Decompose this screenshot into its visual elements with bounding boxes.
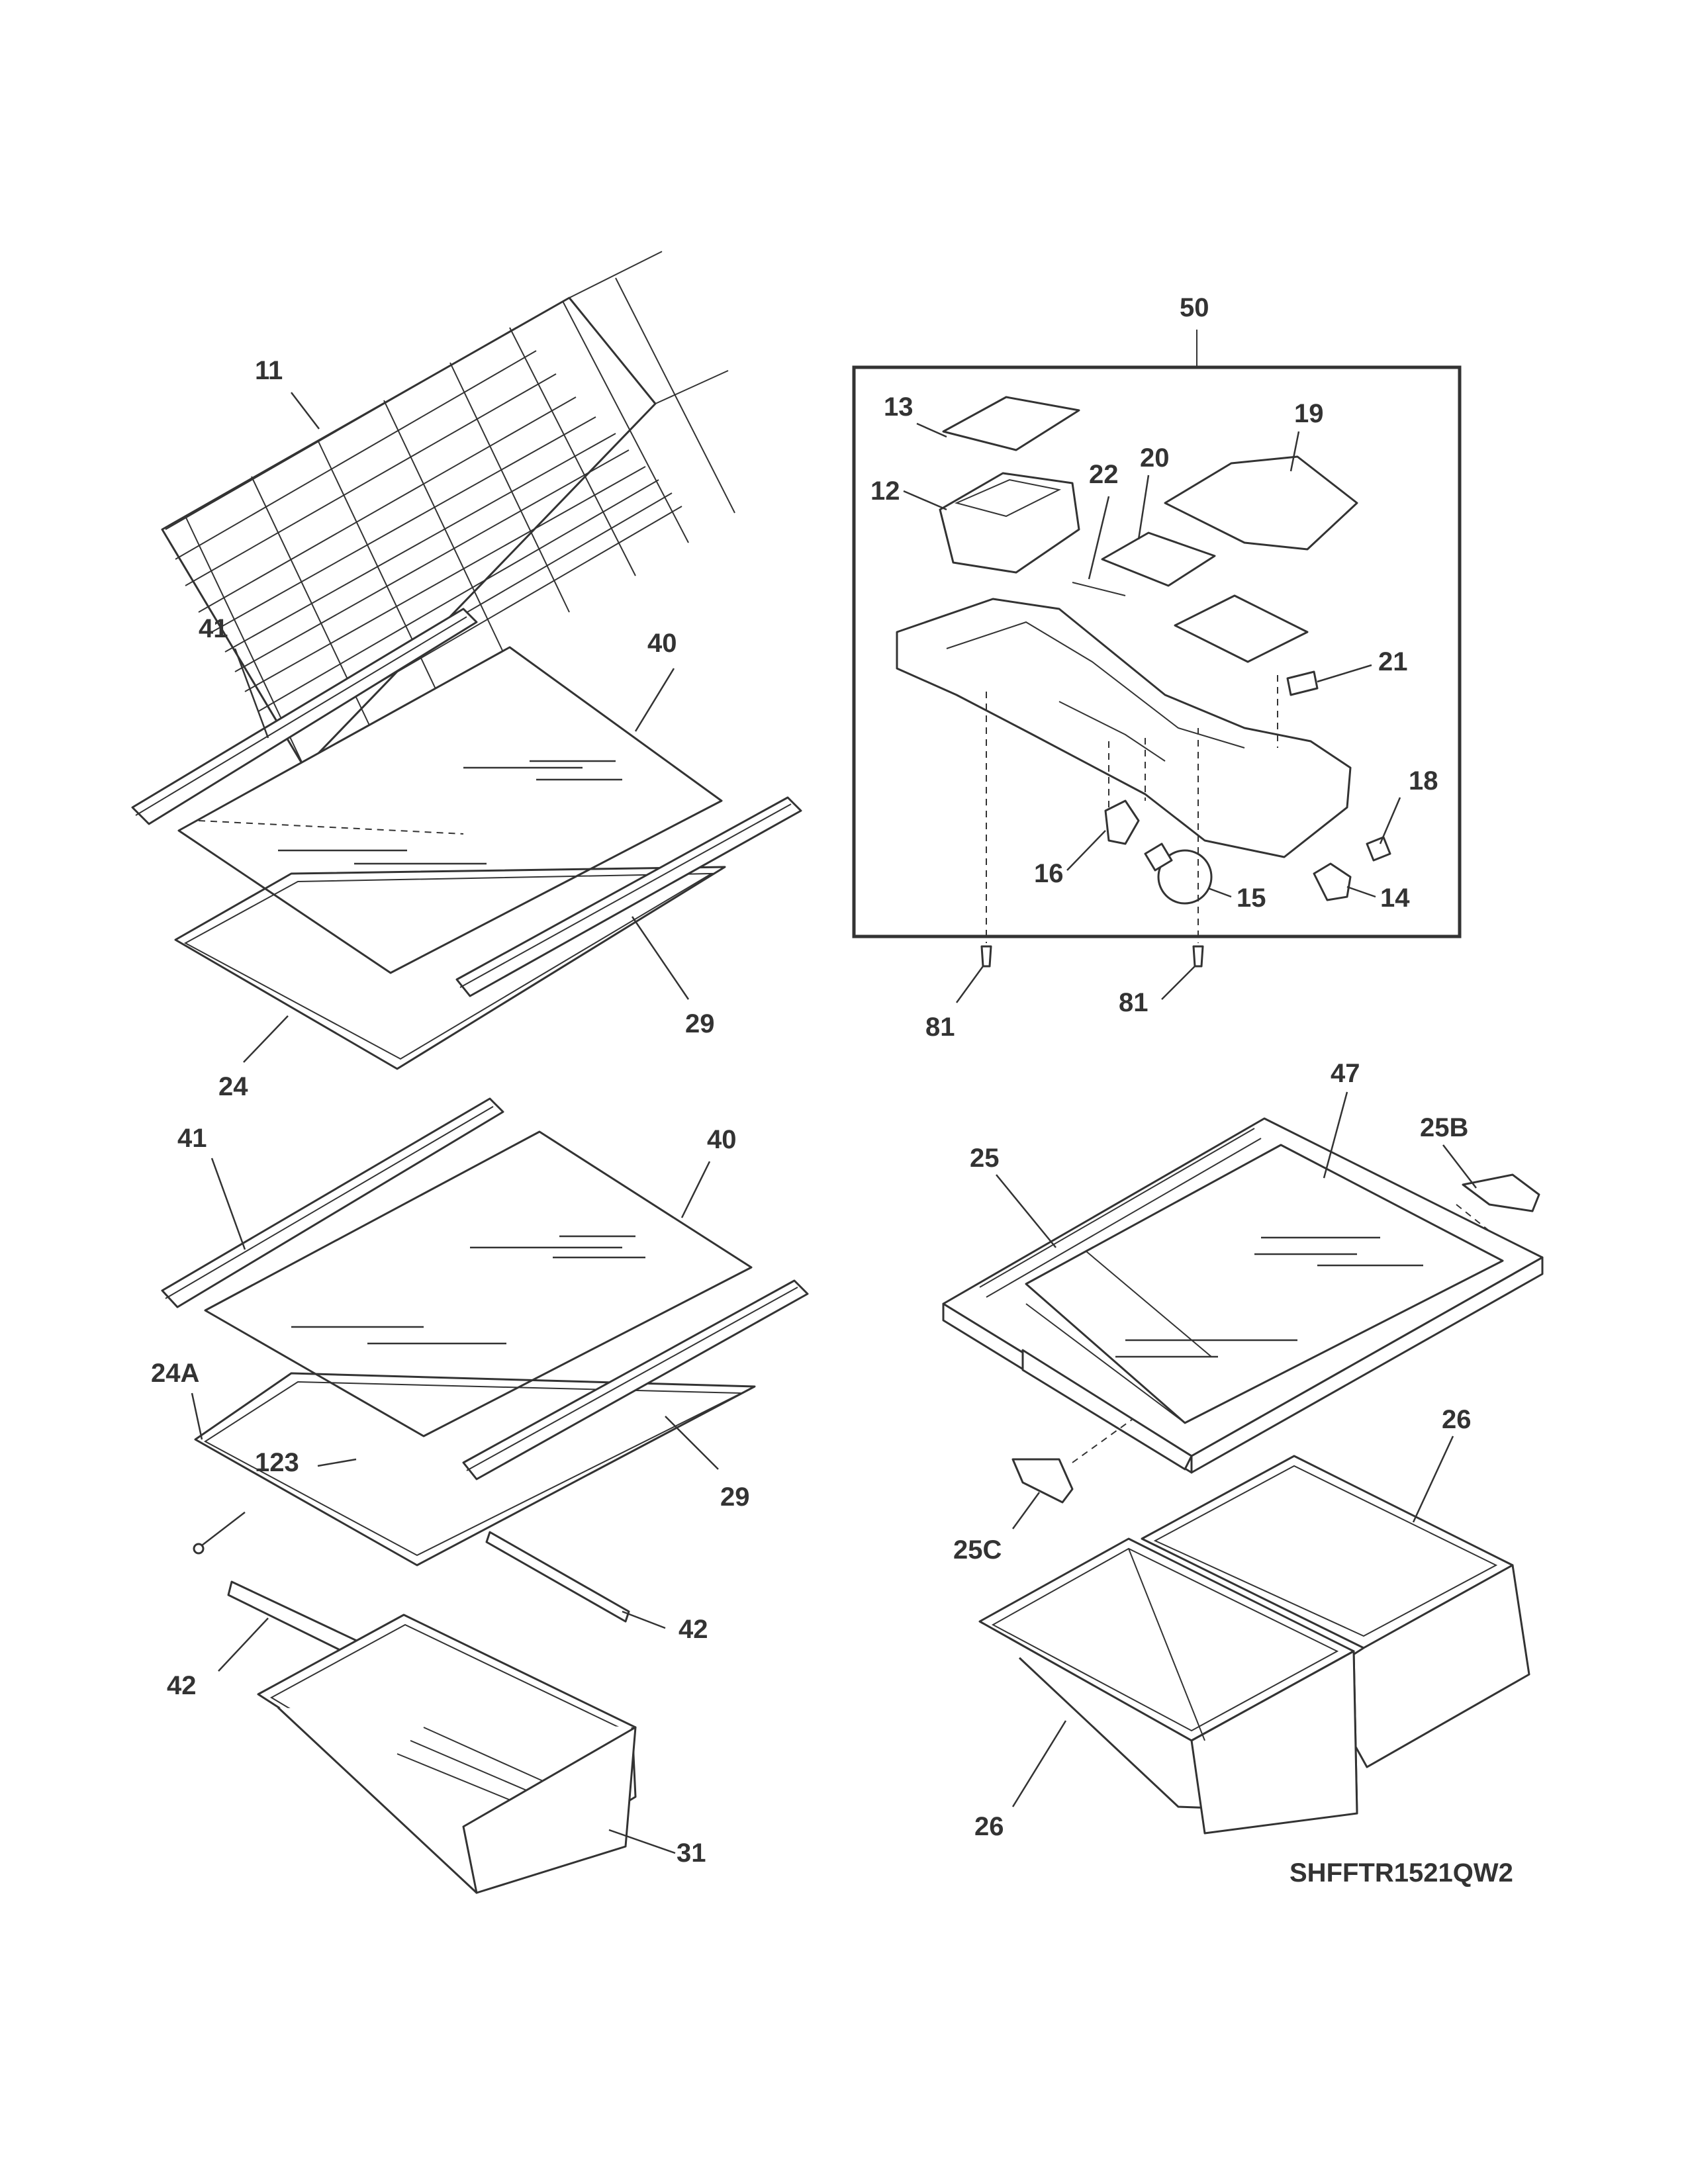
screw-123 bbox=[193, 1543, 205, 1555]
callout-24A: 24A bbox=[151, 1359, 199, 1388]
lamp-housing-12 bbox=[939, 472, 1080, 574]
cover-support-25C bbox=[1011, 1458, 1074, 1504]
callout-29-upper: 29 bbox=[685, 1009, 715, 1038]
callout-14: 14 bbox=[1380, 884, 1410, 913]
switch-14 bbox=[1313, 862, 1352, 901]
knob-18 bbox=[1366, 836, 1391, 862]
callout-18: 18 bbox=[1409, 766, 1438, 796]
right-crisper-drawers bbox=[978, 1455, 1530, 1835]
light-housing-main bbox=[896, 598, 1352, 858]
callout-50: 50 bbox=[1180, 293, 1209, 322]
clip-21 bbox=[1286, 670, 1319, 696]
callout-13: 13 bbox=[884, 392, 914, 422]
callout-29-lower: 29 bbox=[720, 1482, 750, 1512]
leader-lines bbox=[191, 392, 1477, 1854]
lamp-socket-16 bbox=[1104, 799, 1140, 845]
drawer-slide-42-right bbox=[485, 1531, 630, 1623]
callout-25B: 25B bbox=[1420, 1113, 1468, 1142]
crisper-cover-assembly bbox=[942, 1117, 1544, 1504]
light-shield-13 bbox=[942, 396, 1080, 451]
left-crisper-drawer bbox=[257, 1614, 637, 1894]
callout-26-front: 26 bbox=[974, 1812, 1004, 1841]
callout-41-lower: 41 bbox=[177, 1124, 207, 1153]
callout-31: 31 bbox=[677, 1839, 706, 1868]
glass-insert-40-upper bbox=[177, 646, 723, 974]
lower-glass-shelf-group bbox=[161, 1097, 809, 1709]
callout-26-rear: 26 bbox=[1442, 1405, 1472, 1434]
callout-81-right: 81 bbox=[1119, 988, 1149, 1017]
callout-40-upper: 40 bbox=[647, 629, 677, 658]
control-board bbox=[1174, 594, 1309, 663]
light-assembly-kit-box bbox=[852, 330, 1462, 943]
callout-47: 47 bbox=[1331, 1059, 1360, 1088]
shelf-frame-24A bbox=[194, 1372, 756, 1567]
cover-19 bbox=[1164, 455, 1358, 551]
callout-15: 15 bbox=[1237, 884, 1266, 913]
callout-42-left: 42 bbox=[167, 1671, 197, 1700]
wire-shelf bbox=[161, 251, 735, 769]
callout-16: 16 bbox=[1034, 859, 1064, 888]
upper-glass-shelf-group bbox=[131, 608, 802, 1070]
callout-labels: 11 41 40 29 24 41 40 24A 123 29 42 42 31… bbox=[151, 293, 1513, 1888]
callout-81-left: 81 bbox=[925, 1013, 955, 1042]
screw-81-right bbox=[1192, 945, 1204, 968]
shelf-frame-24 bbox=[174, 866, 726, 1070]
callout-24: 24 bbox=[218, 1072, 248, 1101]
callout-25: 25 bbox=[970, 1144, 1000, 1173]
callout-19: 19 bbox=[1294, 399, 1324, 428]
callout-20: 20 bbox=[1140, 443, 1170, 473]
callout-123: 123 bbox=[255, 1448, 299, 1477]
callout-41-upper: 41 bbox=[199, 614, 228, 643]
callout-42-right: 42 bbox=[679, 1615, 708, 1644]
callout-25C: 25C bbox=[953, 1535, 1002, 1565]
callout-21: 21 bbox=[1378, 647, 1408, 676]
drawing-code: SHFFTR1521QW2 bbox=[1289, 1858, 1513, 1888]
rear-trim-29-upper bbox=[455, 796, 802, 997]
rear-trim-29-lower bbox=[462, 1279, 809, 1480]
callout-12: 12 bbox=[870, 477, 900, 506]
screw-81-left bbox=[980, 945, 992, 968]
cover-support-25B bbox=[1462, 1173, 1540, 1212]
callout-40-lower: 40 bbox=[707, 1125, 737, 1154]
control-board-20 bbox=[1101, 531, 1216, 587]
glass-insert-40-lower bbox=[204, 1130, 753, 1437]
callout-22: 22 bbox=[1089, 460, 1119, 489]
callout-11: 11 bbox=[255, 356, 283, 385]
crisper-cover-glass-47 bbox=[1025, 1144, 1504, 1424]
